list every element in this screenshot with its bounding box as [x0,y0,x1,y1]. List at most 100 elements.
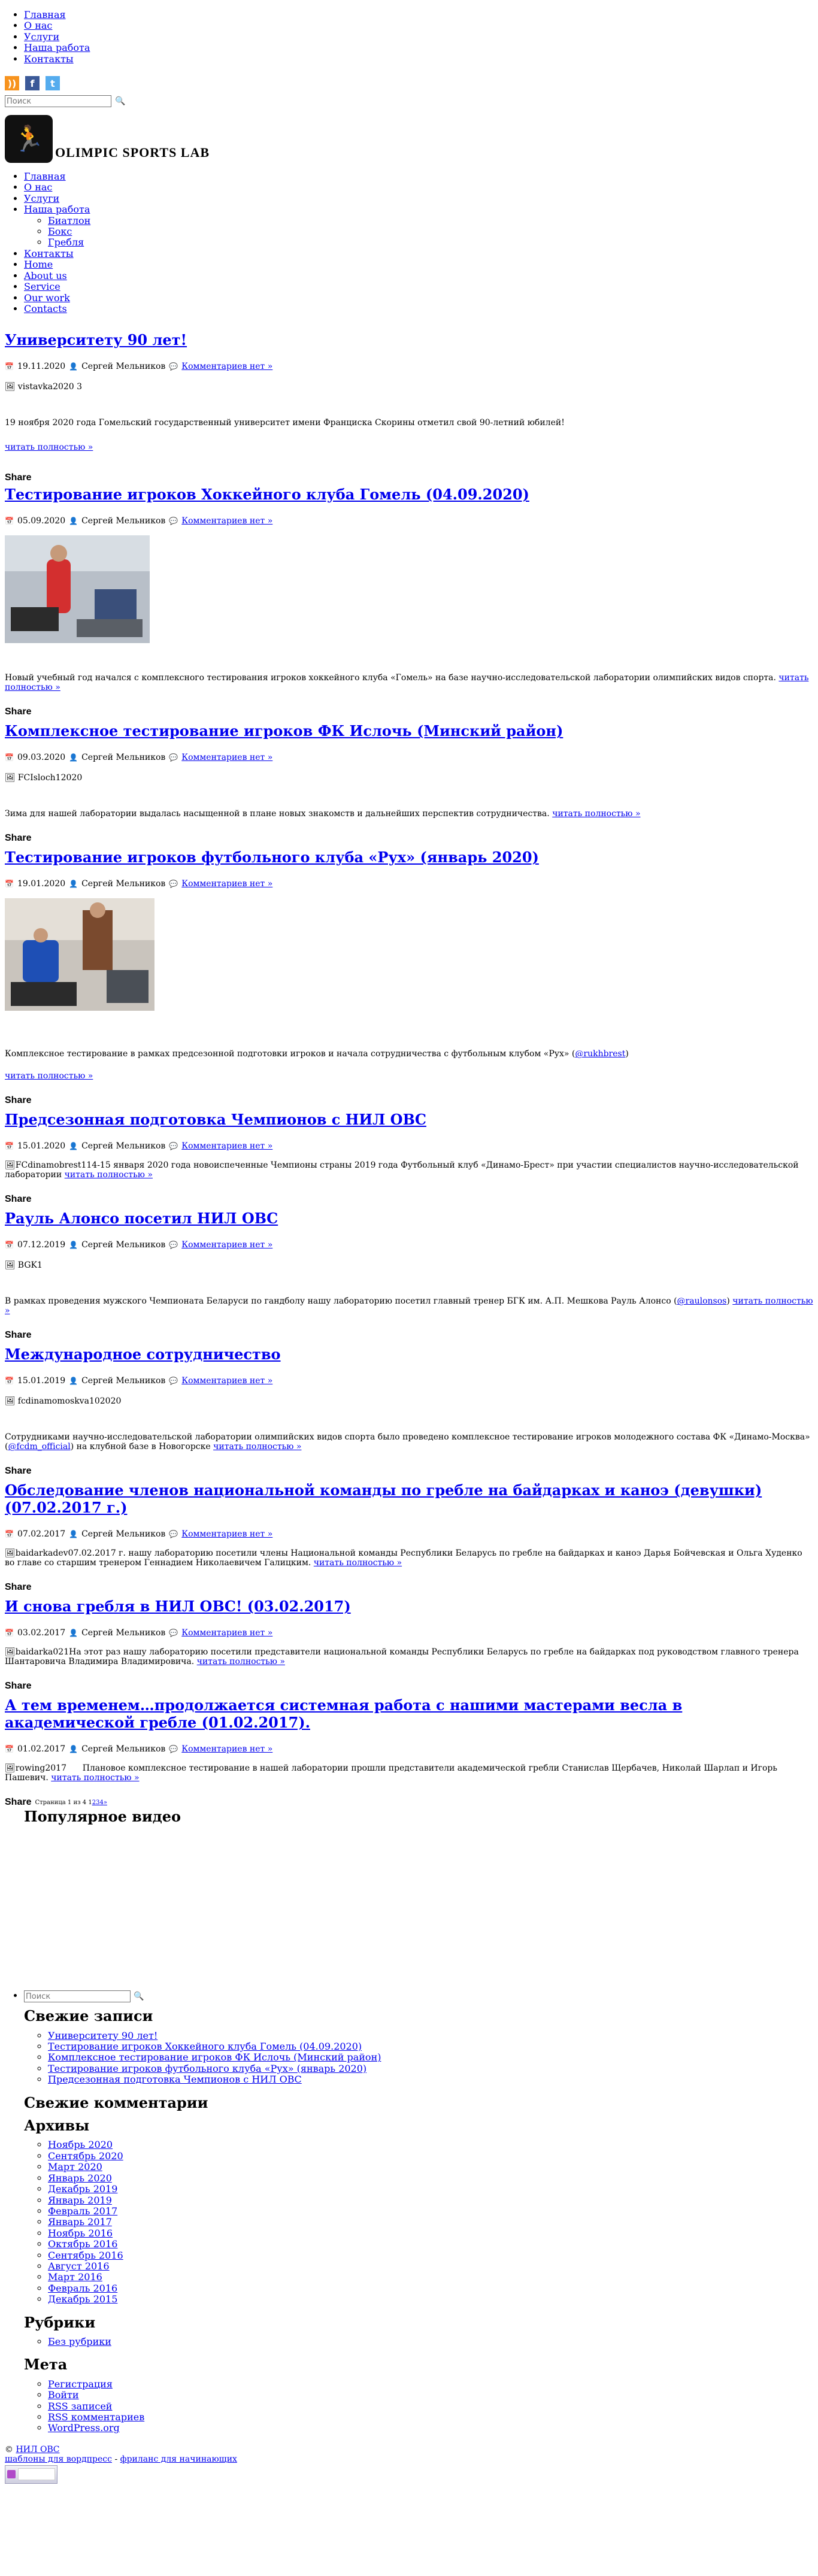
recent-post-link[interactable]: Комплексное тестирование игроков ФК Исло… [48,2051,381,2063]
archive-link[interactable]: Сентябрь 2020 [48,2150,123,2162]
main-nav-contacts-en[interactable]: Contacts [24,302,67,314]
archive-link[interactable]: Март 2016 [48,2271,102,2283]
instagram-link[interactable]: @raulonsos [677,1296,727,1307]
magnifier-icon[interactable]: 🔍 [115,96,126,107]
share-label[interactable]: Share [5,1330,32,1341]
post-comments-link[interactable]: Комментариев нет » [181,1744,273,1754]
share-label[interactable]: Share [5,472,32,483]
share-label[interactable]: Share [5,1466,32,1477]
post-title-link[interactable]: Рауль Алонсо посетил НИЛ ОВС [5,1210,278,1228]
main-nav-services[interactable]: Услуги [24,192,60,204]
post-comments-link[interactable]: Комментариев нет » [181,1376,273,1386]
footer-templates-link[interactable]: шаблоны для вордпресс [5,2454,112,2464]
visitor-counter-badge[interactable] [5,2465,57,2484]
archive-link[interactable]: Ноябрь 2020 [48,2139,113,2151]
recent-post-link[interactable]: Тестирование игроков футбольного клуба «… [48,2062,367,2074]
meta-login-link[interactable]: Войти [48,2389,79,2401]
facebook-icon[interactable]: f [25,76,40,91]
post-comments-link[interactable]: Комментариев нет » [181,516,273,526]
instagram-link[interactable]: @fcdm_official [8,1442,71,1452]
archive-link[interactable]: Декабрь 2019 [48,2183,118,2195]
main-nav-home[interactable]: Главная [24,171,66,183]
archive-link[interactable]: Февраль 2017 [48,2205,118,2217]
top-nav-about[interactable]: О нас [24,20,53,32]
submenu-biathlon[interactable]: Биатлон [48,214,91,226]
post-title-link[interactable]: А тем временем…продолжается системная ра… [5,1696,683,1732]
site-logo[interactable]: 🏃 OLIMPIC SPORTS LAB [0,111,818,163]
archive-link[interactable]: Август 2016 [48,2260,110,2272]
archive-link[interactable]: Октябрь 2016 [48,2238,118,2250]
meta-wordpress-link[interactable]: WordPress.org [48,2422,120,2434]
post-title-link[interactable]: Тестирование игроков футбольного клуба «… [5,848,539,866]
read-more-link[interactable]: читать полностью » [64,1170,153,1180]
share-label[interactable]: Share [5,833,32,844]
pagination-page[interactable]: 2 [92,1799,96,1806]
archive-link[interactable]: Январь 2019 [48,2194,112,2206]
post-comments-link[interactable]: Комментариев нет » [181,1529,273,1539]
pagination-page[interactable]: 4 [99,1799,104,1806]
pagination-next[interactable]: » [103,1799,107,1806]
share-label[interactable]: Share [5,1681,32,1692]
read-more-link[interactable]: читать полностью » [196,1657,285,1667]
post-comments-link[interactable]: Комментариев нет » [181,1141,273,1151]
read-more-link[interactable]: читать полностью » [51,1773,140,1783]
share-label[interactable]: Share [5,1194,32,1205]
post-title-link[interactable]: Обследование членов национальной команды… [5,1481,762,1517]
read-more-link[interactable]: читать полностью » [5,1296,813,1316]
submenu-boxing[interactable]: Бокс [48,226,72,238]
post-title-link[interactable]: Комплексное тестирование игроков ФК Исло… [5,722,563,740]
share-label[interactable]: Share [5,1095,32,1106]
meta-rss-posts-link[interactable]: RSS записей [48,2400,113,2412]
rubric-link[interactable]: Без рубрики [48,2335,111,2347]
search-input[interactable] [5,95,111,108]
recent-post-link[interactable]: Тестирование игроков Хоккейного клуба Го… [48,2041,362,2053]
post-comments-link[interactable]: Комментариев нет » [181,879,273,889]
read-more-link[interactable]: читать полностью » [5,1071,93,1081]
post-comments-link[interactable]: Комментариев нет » [181,362,273,372]
archive-link[interactable]: Март 2020 [48,2161,102,2173]
post-title-link[interactable]: Международное сотрудничество [5,1345,281,1363]
archive-link[interactable]: Декабрь 2015 [48,2293,118,2305]
pagination-page[interactable]: 3 [96,1799,100,1806]
share-label[interactable]: Share [5,707,32,717]
read-more-link[interactable]: читать полностью » [213,1442,302,1452]
main-nav-contacts[interactable]: Контакты [24,247,74,259]
archive-link[interactable]: Февраль 2016 [48,2282,118,2294]
twitter-icon[interactable]: t [46,76,60,91]
magnifier-icon[interactable]: 🔍 [134,1991,144,2001]
post-title-link[interactable]: Тестирование игроков Хоккейного клуба Го… [5,486,529,504]
archive-link[interactable]: Сентябрь 2016 [48,2249,123,2261]
recent-post-link[interactable]: Предсезонная подготовка Чемпионов с НИЛ … [48,2074,302,2086]
post-comments-link[interactable]: Комментариев нет » [181,753,273,763]
submenu-rowing[interactable]: Гребля [48,237,84,248]
read-more-link[interactable]: читать полностью » [5,673,809,693]
post-title-link[interactable]: Предсезонная подготовка Чемпионов с НИЛ … [5,1111,426,1129]
read-more-link[interactable]: читать полностью » [5,443,93,453]
instagram-link[interactable]: @rukhbrest [575,1049,626,1059]
post-title-link[interactable]: Университету 90 лет! [5,331,187,349]
archive-link[interactable]: Январь 2017 [48,2216,112,2228]
share-button[interactable]: Share [5,1797,32,1808]
footer-freelance-link[interactable]: фриланс для начинающих [120,2454,237,2464]
meta-register-link[interactable]: Регистрация [48,2378,113,2390]
top-nav-contacts[interactable]: Контакты [24,53,74,65]
footer-site-link[interactable]: НИЛ ОВС [16,2444,60,2454]
main-nav-our-work[interactable]: Наша работа [24,204,90,216]
main-nav-home-en[interactable]: Home [24,259,53,271]
post-title-link[interactable]: И снова гребля в НИЛ ОВС! (03.02.2017) [5,1598,351,1616]
post-comments-link[interactable]: Комментариев нет » [181,1240,273,1250]
read-more-link[interactable]: читать полностью » [313,1558,402,1568]
share-label[interactable]: Share [5,1582,32,1593]
archive-link[interactable]: Январь 2020 [48,2172,112,2184]
main-nav-our-work-en[interactable]: Our work [24,292,70,304]
post-comments-link[interactable]: Комментариев нет » [181,1628,273,1638]
archive-link[interactable]: Ноябрь 2016 [48,2227,113,2239]
top-nav-home[interactable]: Главная [24,9,66,20]
meta-rss-comments-link[interactable]: RSS комментариев [48,2411,145,2423]
rss-icon[interactable]: )) [5,76,19,91]
recent-post-link[interactable]: Университету 90 лет! [48,2029,158,2041]
main-nav-service-en[interactable]: Service [24,281,60,293]
sidebar-search-input[interactable] [24,1990,131,2003]
main-nav-about[interactable]: О нас [24,181,53,193]
top-nav-services[interactable]: Услуги [24,31,60,43]
